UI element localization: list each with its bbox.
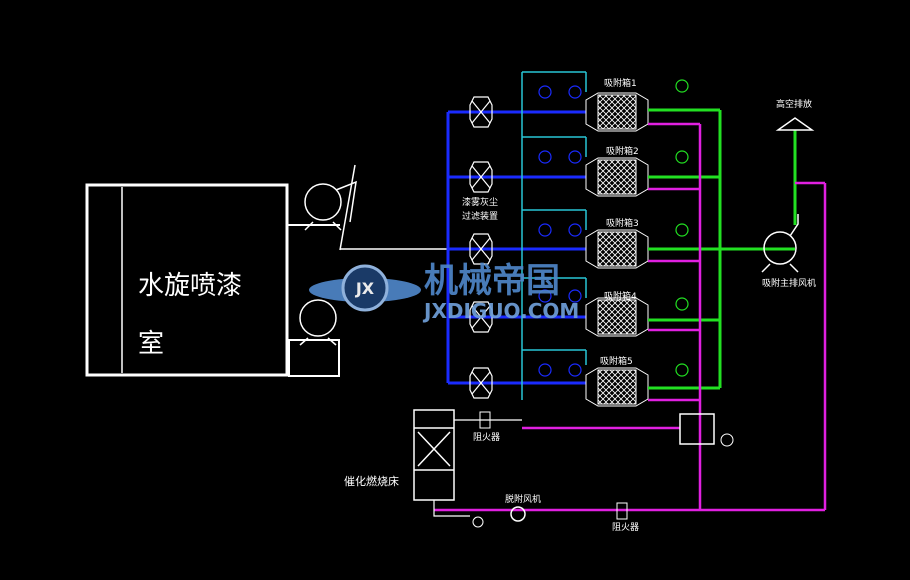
watermark-gear-icon [341, 264, 389, 312]
adsorber-2 [585, 157, 649, 197]
watermark-en: JXDIGUO.COM [422, 299, 579, 323]
bed-outlet-pipe [433, 500, 470, 517]
watermark-badge: JX [355, 279, 375, 298]
spray-booth [85, 183, 340, 377]
stack-label: 高空排放 [776, 98, 812, 110]
stack-cap [775, 117, 815, 131]
watermark: JX 机械帝国 JXDIGUO.COM [309, 261, 579, 323]
spray-booth-label-1: 水旋喷漆 [138, 271, 242, 301]
desorption-fan-icon [510, 506, 526, 522]
flame-arrester-top-icon [479, 411, 491, 429]
prefilter-column [469, 96, 493, 399]
desorption-motor-icon [472, 516, 484, 528]
flame-arrester-top-label: 阻火器 [473, 432, 500, 443]
catalytic-bed [413, 409, 455, 501]
main-exhaust-fan [761, 214, 799, 273]
cyan-ducts [521, 71, 587, 400]
adsorber-3 [585, 229, 649, 269]
blue-ducts [446, 110, 586, 385]
booth-fan-upper [304, 164, 357, 251]
adsorber-label-5: 吸附箱5 [600, 355, 633, 367]
prefilter-label-1: 漆雾灰尘 [462, 196, 498, 208]
exchanger-motor-icon [720, 433, 734, 447]
adsorber-5 [585, 367, 649, 407]
adsorber-label-3: 吸附箱3 [606, 217, 639, 229]
adsorber-label-1: 吸附箱1 [604, 77, 637, 89]
flame-arrester-bottom-icon [616, 502, 628, 520]
prefilter-label-2: 过滤装置 [462, 210, 498, 222]
adsorber-1 [585, 92, 649, 132]
main-fan-label: 吸附主排风机 [762, 277, 816, 289]
inlet-valves [538, 85, 582, 377]
adsorber-label-4: 吸附箱4 [604, 290, 637, 302]
magenta-ducts [434, 122, 827, 512]
flame-arrester-bottom-label: 阻火器 [612, 522, 639, 533]
adsorber-label-2: 吸附箱2 [606, 145, 639, 157]
watermark-cn: 机械帝国 [424, 261, 560, 301]
green-ducts [648, 108, 797, 390]
catalytic-bed-label: 催化燃烧床 [344, 474, 399, 488]
booth-fan-lower [299, 299, 337, 346]
green-valves [675, 79, 689, 377]
spray-booth-label-2: 室 [138, 329, 164, 359]
heat-exchanger [679, 413, 715, 445]
adsorber-4 [585, 297, 649, 337]
desorption-fan-label: 脱附风机 [505, 493, 541, 505]
